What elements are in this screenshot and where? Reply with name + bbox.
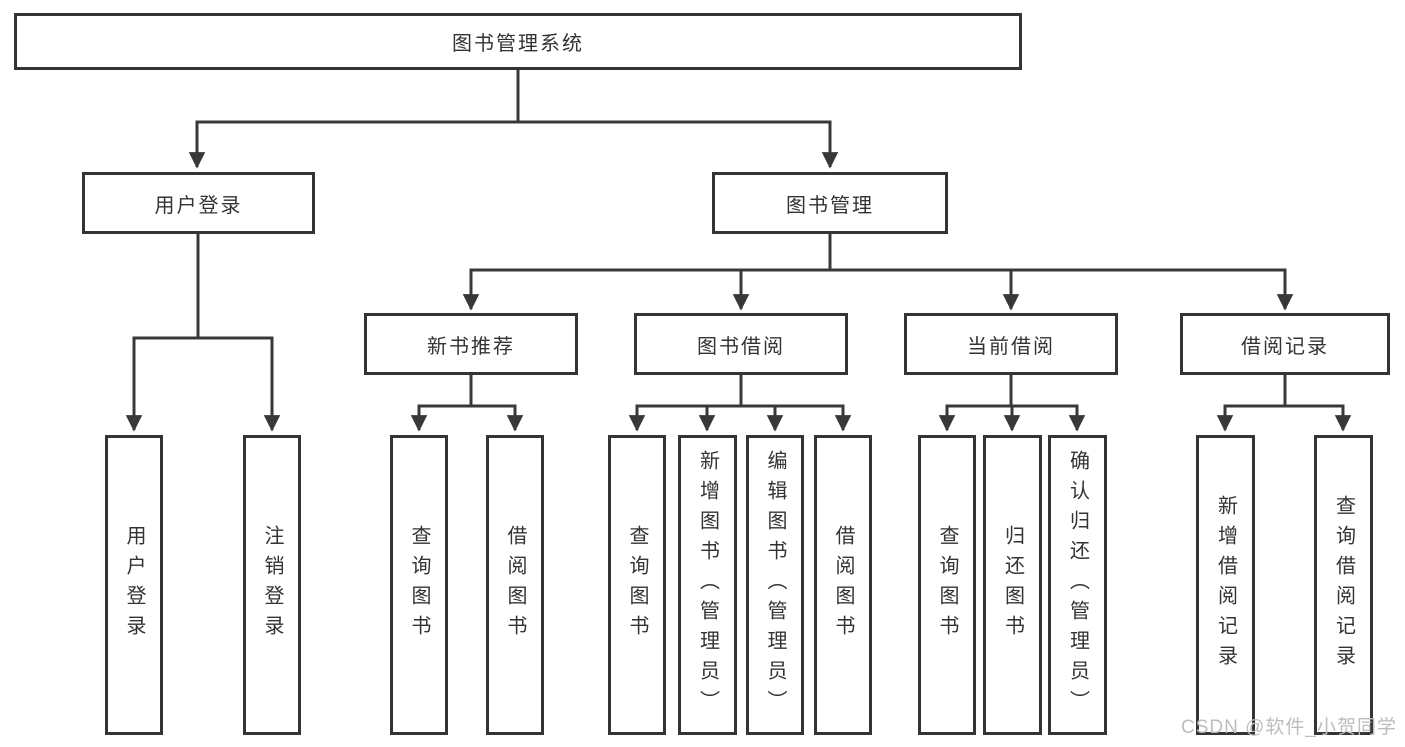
- node-book-management: 图书管理: [712, 172, 948, 234]
- leaf-borrow-books-recommend: 借阅图书: [486, 435, 544, 735]
- leaf-logout: 注销登录: [243, 435, 301, 735]
- node-book-borrow: 图书借阅: [634, 313, 848, 375]
- node-borrow-records: 借阅记录: [1180, 313, 1390, 375]
- node-root-system: 图书管理系统: [14, 13, 1022, 70]
- leaf-return-book: 归还图书: [983, 435, 1042, 735]
- leaf-edit-book-admin: 编辑图书（管理员）: [746, 435, 804, 735]
- leaf-add-borrow-record: 新增借阅记录: [1196, 435, 1255, 735]
- leaf-query-books-recommend: 查询图书: [390, 435, 448, 735]
- leaf-user-login: 用户登录: [105, 435, 163, 735]
- node-new-book-recommend: 新书推荐: [364, 313, 578, 375]
- node-current-borrow: 当前借阅: [904, 313, 1118, 375]
- leaf-add-book-admin: 新增图书（管理员）: [678, 435, 737, 735]
- leaf-borrow-books: 借阅图书: [814, 435, 872, 735]
- leaf-query-borrow-record: 查询借阅记录: [1314, 435, 1373, 735]
- csdn-watermark: CSDN @软件_小贺同学: [1181, 717, 1397, 738]
- node-user-login: 用户登录: [82, 172, 315, 234]
- leaf-confirm-return-admin: 确认归还（管理员）: [1048, 435, 1107, 735]
- leaf-query-books-current: 查询图书: [918, 435, 976, 735]
- leaf-query-books-borrow: 查询图书: [608, 435, 666, 735]
